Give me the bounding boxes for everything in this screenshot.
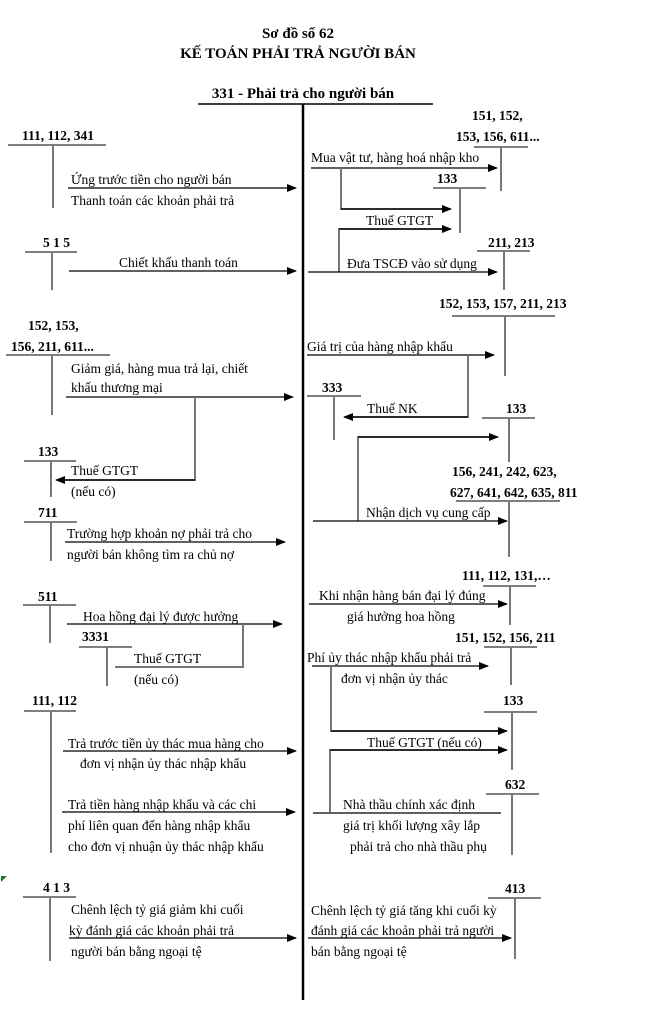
account-711: 711 xyxy=(38,505,58,520)
account-152-153-l2: 156, 211, 611... xyxy=(11,339,94,354)
label-mua-vat-tu: Mua vật tư, hàng hoá nhập kho xyxy=(311,150,479,165)
label-thue-gtgt-1: Thuế GTGT xyxy=(71,463,139,478)
label-khi-nhan-l2: giá hưởng hoa hồng xyxy=(347,609,455,624)
label-thue-gtgt-right-1: Thuế GTGT xyxy=(366,213,434,228)
label-dua-tscd: Đưa TSCĐ vào sử dụng xyxy=(347,256,477,271)
diagram-title: KẾ TOÁN PHẢI TRẢ NGƯỜI BÁN xyxy=(180,45,416,62)
account-413-left: 4 1 3 xyxy=(43,880,70,895)
label-chenh-tang-l3: bán bằng ngoại tệ xyxy=(311,944,407,959)
account-151-152-156-211: 151, 152, 156, 211 xyxy=(455,630,556,645)
account-133-left: 133 xyxy=(38,444,59,459)
label-chenh-tang-l2: đánh giá các khoản phải trả người xyxy=(311,923,494,938)
label-truong-hop-l1: Trường hợp khoản nợ phải trả cho xyxy=(67,526,252,541)
label-thue-nk: Thuế NK xyxy=(367,401,418,416)
label-nha-thau-l3: phải trả cho nhà thầu phụ xyxy=(350,839,487,854)
label-ung-truoc: Ứng trước tiền cho người bán xyxy=(71,172,232,187)
label-tra-truoc-l1: Trả trước tiền ủy thác mua hàng cho xyxy=(68,736,264,751)
label-giam-gia-l2: khấu thương mại xyxy=(71,380,163,395)
account-111-112: 111, 112 xyxy=(32,693,77,708)
account-211-213: 211, 213 xyxy=(488,235,535,250)
branch-thue-3331 xyxy=(115,624,244,668)
label-phi-uy-thac-l2: đơn vị nhận ủy thác xyxy=(341,671,448,686)
label-khi-nhan-l1: Khi nhận hàng bán đại lý đúng xyxy=(319,588,486,603)
label-tra-tien-l1: Trả tiền hàng nhập khẩu và các chi xyxy=(68,797,256,812)
diagram-subtitle: Sơ đồ số 62 xyxy=(262,26,334,42)
account-156-241-l2: 627, 641, 642, 635, 811 xyxy=(450,485,578,500)
account-333: 333 xyxy=(322,380,343,395)
label-chenh-tang-l1: Chênh lệch tỷ giá tăng khi cuối kỳ xyxy=(311,903,497,918)
label-neu-co-1: (nếu có) xyxy=(71,484,116,499)
label-phi-uy-thac-l1: Phí ủy thác nhập khẩu phải trả xyxy=(307,650,471,665)
account-413-right: 413 xyxy=(505,881,526,896)
label-tra-tien-l3: cho đơn vị nhuận ủy thác nhập khẩu xyxy=(68,839,264,854)
account-632: 632 xyxy=(505,777,526,792)
account-3331: 3331 xyxy=(82,629,109,644)
corner-marker xyxy=(1,876,7,882)
label-hoa-hong: Hoa hồng đại lý được hưởng xyxy=(83,609,239,624)
account-152-153-l1: 152, 153, xyxy=(28,318,79,333)
label-tra-truoc-l2: đơn vị nhận ủy thác nhập khẩu xyxy=(80,756,246,771)
label-nha-thau-l2: giá trị khối lượng xây lắp xyxy=(343,818,480,833)
label-nhan-dich-vu: Nhận dịch vụ cung cấp xyxy=(366,505,491,520)
label-chenh-giam-l3: người bán bằng ngoại tệ xyxy=(71,944,202,959)
account-111-112-341: 111, 112, 341 xyxy=(22,128,94,143)
account-511: 511 xyxy=(38,589,58,604)
label-gia-tri-nk: Giá trị của hàng nhập khẩu xyxy=(307,339,453,354)
account-133-right-1: 133 xyxy=(437,171,458,186)
label-truong-hop-l2: người bán không tìm ra chủ nợ xyxy=(67,547,235,562)
account-151-152-l2: 153, 156, 611... xyxy=(456,129,540,144)
label-tra-tien-l2: phí liên quan đến hàng nhập khẩu xyxy=(68,818,250,833)
label-chenh-giam-l2: kỳ đánh giá các khoản phải trả xyxy=(69,923,234,938)
account-133-right-3: 133 xyxy=(503,693,524,708)
label-chenh-giam-l1: Chênh lệch tỷ giá giảm khi cuối xyxy=(71,902,244,917)
label-thanh-toan: Thanh toán các khoản phải trả xyxy=(71,193,234,208)
label-giam-gia-l1: Giảm giá, hàng mua trả lại, chiết xyxy=(71,361,248,376)
label-thue-gtgt-right-2: Thuế GTGT (nếu có) xyxy=(367,735,482,750)
label-neu-co-2: (nếu có) xyxy=(134,672,179,687)
account-152-157: 152, 153, 157, 211, 213 xyxy=(439,296,567,311)
label-chiet-khau-tt: Chiết khấu thanh toán xyxy=(119,255,238,270)
account-515: 5 1 5 xyxy=(43,235,70,250)
label-thue-gtgt-2: Thuế GTGT xyxy=(134,651,202,666)
label-nha-thau-l1: Nhà thầu chính xác định xyxy=(343,797,475,812)
account-156-241-l1: 156, 241, 242, 623, xyxy=(452,464,557,479)
account-111-112-131: 111, 112, 131,… xyxy=(462,568,551,583)
account-151-152-l1: 151, 152, xyxy=(472,108,523,123)
account-133-right-2: 133 xyxy=(506,401,527,416)
main-account-label: 331 - Phải trả cho người bán xyxy=(212,86,395,102)
